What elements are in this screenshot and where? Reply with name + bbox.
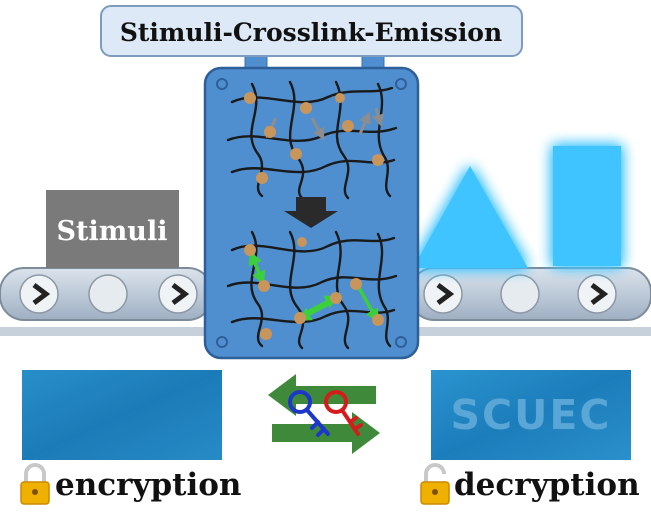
rivet bbox=[395, 336, 407, 348]
rivet bbox=[395, 78, 407, 90]
left-conveyor bbox=[0, 267, 213, 336]
decrypted-panel: SCUEC bbox=[431, 370, 631, 460]
reaction-machine bbox=[203, 66, 420, 360]
right-conveyor bbox=[409, 267, 651, 336]
particles-after bbox=[244, 237, 384, 340]
right-roller-1 bbox=[423, 274, 463, 314]
arrow-icon bbox=[268, 374, 376, 416]
chevron-right-icon bbox=[590, 283, 609, 305]
down-arrow-icon bbox=[284, 197, 338, 228]
right-roller-3 bbox=[577, 274, 617, 314]
key-icon bbox=[324, 390, 363, 436]
glowing-rectangle bbox=[553, 146, 621, 266]
glowing-triangle bbox=[413, 166, 528, 268]
decryption-label: decryption bbox=[454, 467, 640, 503]
encryption-label: encryption bbox=[55, 467, 242, 503]
left-roller-1 bbox=[19, 274, 59, 314]
chevron-right-icon bbox=[436, 283, 455, 305]
padlock-icon bbox=[420, 463, 450, 505]
right-roller-2 bbox=[500, 274, 540, 314]
arrow-icon bbox=[272, 412, 380, 454]
left-roller-2 bbox=[88, 274, 128, 314]
stimuli-box: Stimuli bbox=[46, 190, 179, 268]
rivet bbox=[216, 78, 228, 90]
stimuli-label: Stimuli bbox=[57, 216, 168, 247]
diagram-title: Stimuli-Crosslink-Emission bbox=[120, 18, 502, 47]
decrypted-text: SCUEC bbox=[450, 391, 611, 439]
left-roller-3 bbox=[158, 274, 198, 314]
chevron-right-icon bbox=[32, 283, 51, 305]
key-icon bbox=[288, 390, 330, 437]
title-box: Stimuli-Crosslink-Emission bbox=[100, 5, 523, 71]
rivet bbox=[216, 336, 228, 348]
encrypted-panel bbox=[22, 370, 222, 460]
particles-before bbox=[244, 92, 384, 184]
chevron-right-icon bbox=[171, 283, 190, 305]
exchange-arrows bbox=[268, 374, 380, 454]
crosslinks bbox=[248, 250, 379, 323]
padlock-icon bbox=[20, 463, 50, 505]
